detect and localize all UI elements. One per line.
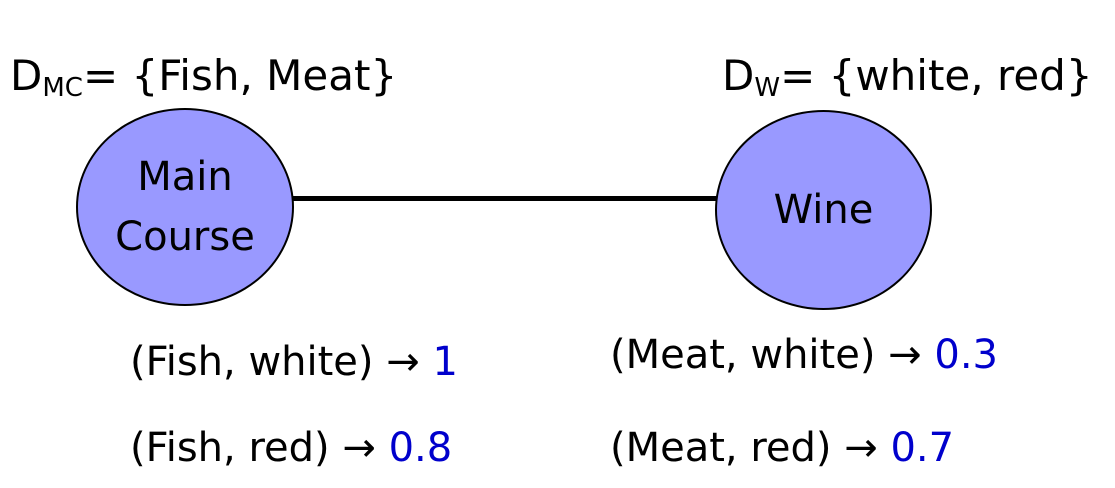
arrow-icon: →	[386, 339, 420, 385]
node-wine: Wine	[715, 110, 932, 310]
domain-letter: D	[722, 51, 755, 100]
utility-meat-red: (Meat, red) → 0.7	[610, 428, 954, 468]
domain-subscript: W	[754, 73, 781, 103]
domain-values: = {white, red}	[780, 51, 1093, 100]
utility-value: 0.8	[388, 425, 453, 471]
domain-letter: D	[10, 51, 43, 100]
arrow-icon: →	[888, 332, 922, 378]
utility-pair: (Fish, red)	[130, 425, 330, 471]
utility-meat-white: (Meat, white) → 0.3	[610, 335, 998, 375]
domain-subscript: MC	[42, 73, 83, 103]
domain-values: = {Fish, Meat}	[82, 51, 398, 100]
node-main-course: Main Course	[76, 108, 294, 306]
domain-main-course: DMC= {Fish, Meat}	[10, 55, 397, 102]
utility-fish-white: (Fish, white) → 1	[130, 342, 458, 382]
node-label: Wine	[773, 187, 874, 233]
utility-value: 0.3	[934, 332, 999, 378]
node-label-line1: Main	[137, 154, 233, 200]
utility-pair: (Meat, red)	[610, 425, 832, 471]
utility-value: 1	[432, 339, 458, 385]
node-label-line2: Course	[115, 214, 255, 260]
domain-wine: DW= {white, red}	[722, 55, 1093, 102]
utility-value: 0.7	[890, 425, 955, 471]
utility-pair: (Fish, white)	[130, 339, 374, 385]
constraint-edge	[292, 196, 722, 201]
arrow-icon: →	[342, 425, 376, 471]
utility-fish-red: (Fish, red) → 0.8	[130, 428, 452, 468]
utility-pair: (Meat, white)	[610, 332, 876, 378]
arrow-icon: →	[844, 425, 878, 471]
